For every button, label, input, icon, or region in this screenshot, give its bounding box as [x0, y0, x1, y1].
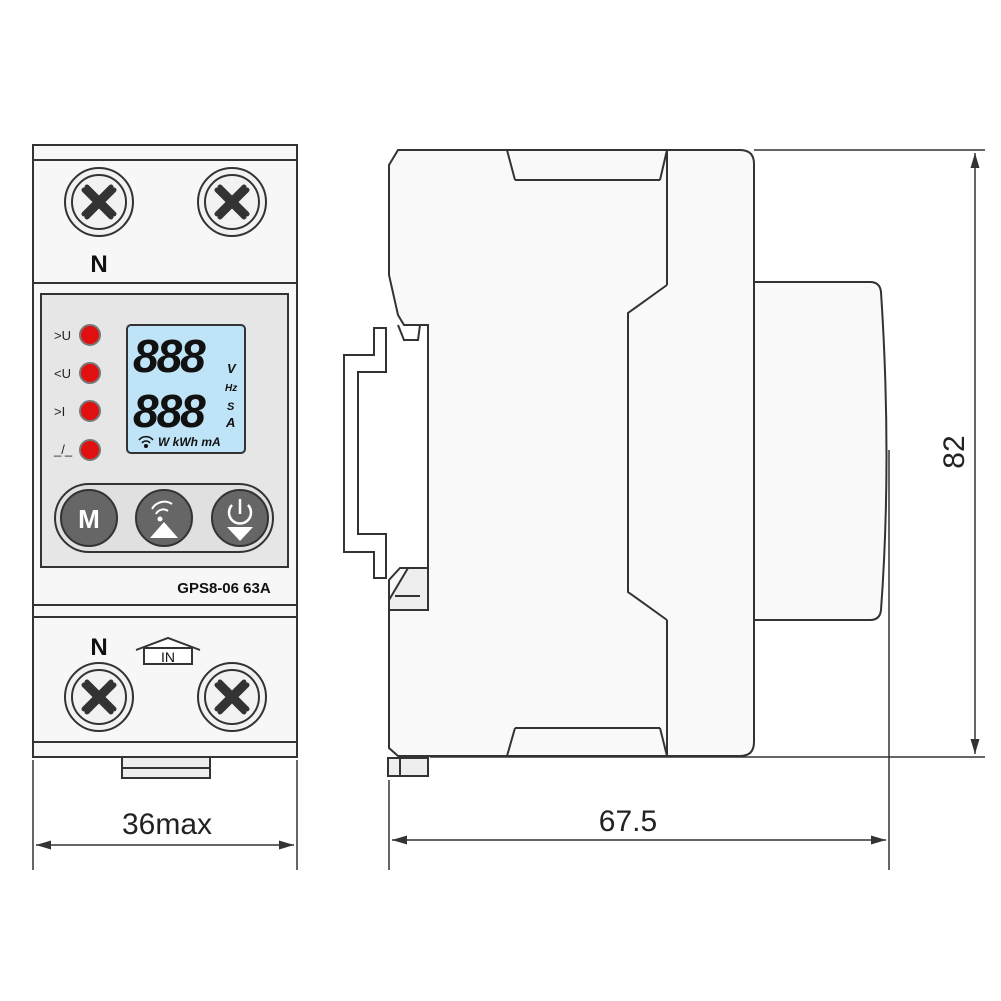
in-house-icon: [135, 636, 201, 665]
din-rail-profile: [343, 327, 387, 579]
side-body-outline: [388, 149, 888, 757]
width-dimension-label: 36max: [122, 808, 212, 841]
indicator-label-trip: _/_: [53, 442, 73, 457]
indicator-led-under-voltage: [79, 362, 101, 384]
wifi-icon: [138, 435, 154, 449]
power-down-button[interactable]: [211, 489, 269, 547]
side-view: [343, 149, 888, 777]
bottom-terminal-label: N: [90, 634, 107, 661]
lcd-display: 888 V 888 Hz S A W kWh mA: [126, 324, 246, 454]
lcd-unit-s: S: [227, 401, 235, 413]
height-dimension-label: 82: [938, 435, 971, 468]
lcd-row1-digits: 888: [133, 330, 206, 382]
indicator-led-over-current: [79, 400, 101, 422]
signal-up-icon: [150, 500, 178, 538]
top-terminal-label: N: [90, 251, 107, 278]
in-label: IN: [161, 649, 175, 665]
indicator-label-under-voltage: <U: [54, 366, 71, 381]
lcd-row2-digits: 888: [133, 385, 206, 437]
indicator-leds: >U <U >I _/_: [53, 324, 101, 461]
depth-dimension-label: 67.5: [599, 805, 657, 838]
m-button[interactable]: M: [60, 489, 118, 547]
lcd-unit-v: V: [227, 361, 237, 376]
indicator-led-over-voltage: [79, 324, 101, 346]
power-down-icon: [227, 499, 253, 541]
lcd-unit-hz: Hz: [225, 383, 237, 394]
lcd-unit-a: A: [225, 415, 235, 430]
up-button[interactable]: [135, 489, 193, 547]
model-label: GPS8-06 63A: [177, 580, 271, 597]
lcd-bottom-units: W kWh mA: [158, 435, 221, 449]
m-button-label: M: [78, 504, 100, 534]
top-terminal-right: [197, 167, 267, 237]
indicator-label-over-current: >I: [54, 404, 65, 419]
indicator-label-over-voltage: >U: [54, 328, 71, 343]
indicator-led-trip: [79, 439, 101, 461]
top-terminal-left: [64, 167, 134, 237]
dimension-lines: [32, 149, 985, 870]
bottom-terminal-left: [64, 662, 134, 732]
bottom-terminal-right: [197, 662, 267, 732]
